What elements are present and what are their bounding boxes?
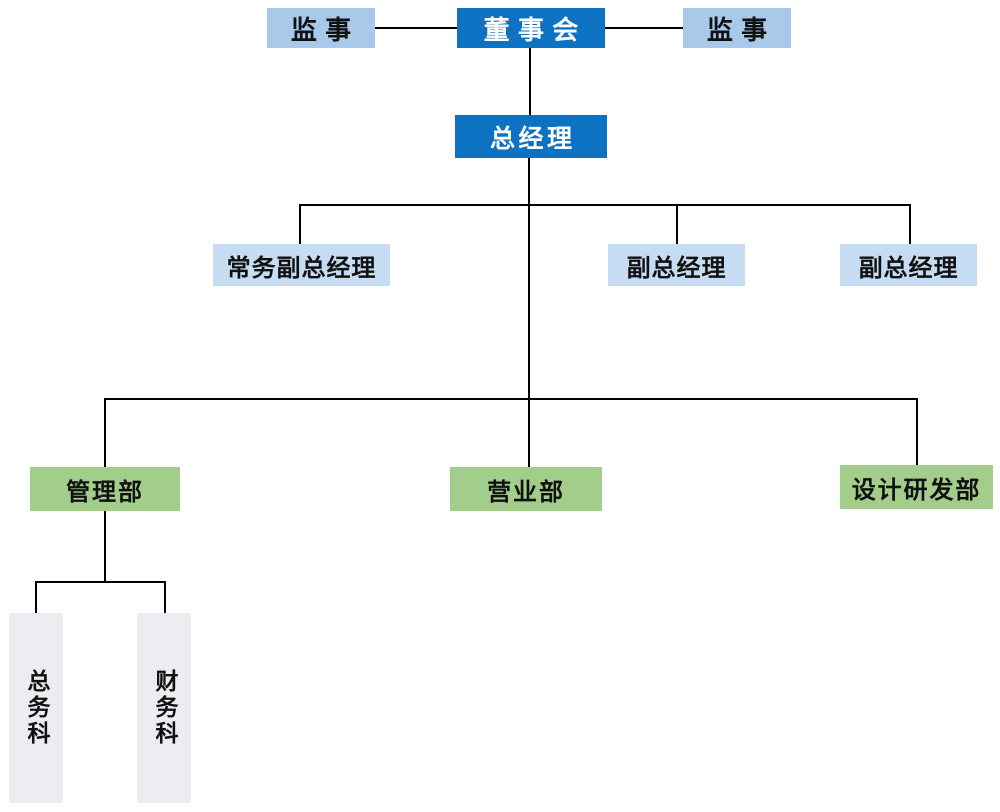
connector-drop-finance — [164, 581, 166, 613]
design-rd-dept-label: 设计研发部 — [851, 477, 982, 504]
connector-dept-tier-horizontal — [104, 398, 918, 400]
node-board: 董事会 — [457, 8, 605, 48]
supervisor-left-label: 监事 — [290, 15, 360, 45]
supervisor-right-label: 监事 — [706, 15, 776, 45]
deputy-gm-2-label: 副总经理 — [858, 255, 959, 282]
node-finance-section: 财务科 — [137, 613, 191, 803]
deputy-gm-1-label: 副总经理 — [626, 255, 727, 282]
connector-management-sections — [104, 511, 106, 581]
node-exec-deputy-gm: 常务副总经理 — [213, 244, 390, 286]
connector-board-gm — [529, 48, 531, 115]
business-dept-label: 营业部 — [487, 479, 565, 506]
node-general-manager: 总经理 — [455, 115, 607, 158]
board-label: 董事会 — [483, 15, 587, 45]
node-design-rd-dept: 设计研发部 — [840, 465, 993, 509]
connector-drop-exec-deputy-gm — [299, 204, 301, 244]
exec-deputy-gm-label: 常务副总经理 — [226, 255, 377, 282]
connector-section-tier-horizontal — [35, 581, 166, 583]
connector-drop-management-dept — [104, 398, 106, 467]
connector-supervisor-left-board — [375, 27, 457, 29]
connector-drop-design-rd-dept — [916, 398, 918, 466]
connector-deputy-tier-horizontal — [299, 204, 911, 206]
node-general-affairs-section: 总务科 — [9, 613, 63, 803]
management-dept-label: 管理部 — [66, 479, 144, 506]
connector-drop-general-affairs — [35, 581, 37, 613]
node-deputy-gm-1: 副总经理 — [608, 244, 745, 286]
general-manager-label: 总经理 — [489, 125, 576, 153]
node-supervisor-left: 监事 — [267, 8, 375, 48]
connector-gm-trunk — [528, 158, 530, 467]
connector-drop-deputy-gm-1 — [676, 204, 678, 244]
general-affairs-section-label: 总务科 — [24, 669, 49, 747]
node-deputy-gm-2: 副总经理 — [840, 244, 977, 286]
finance-section-label: 财务科 — [152, 669, 177, 747]
connector-board-supervisor-right — [605, 27, 683, 29]
connector-drop-deputy-gm-2 — [909, 204, 911, 244]
node-supervisor-right: 监事 — [683, 8, 791, 48]
node-business-dept: 营业部 — [450, 467, 602, 511]
node-management-dept: 管理部 — [30, 467, 180, 511]
